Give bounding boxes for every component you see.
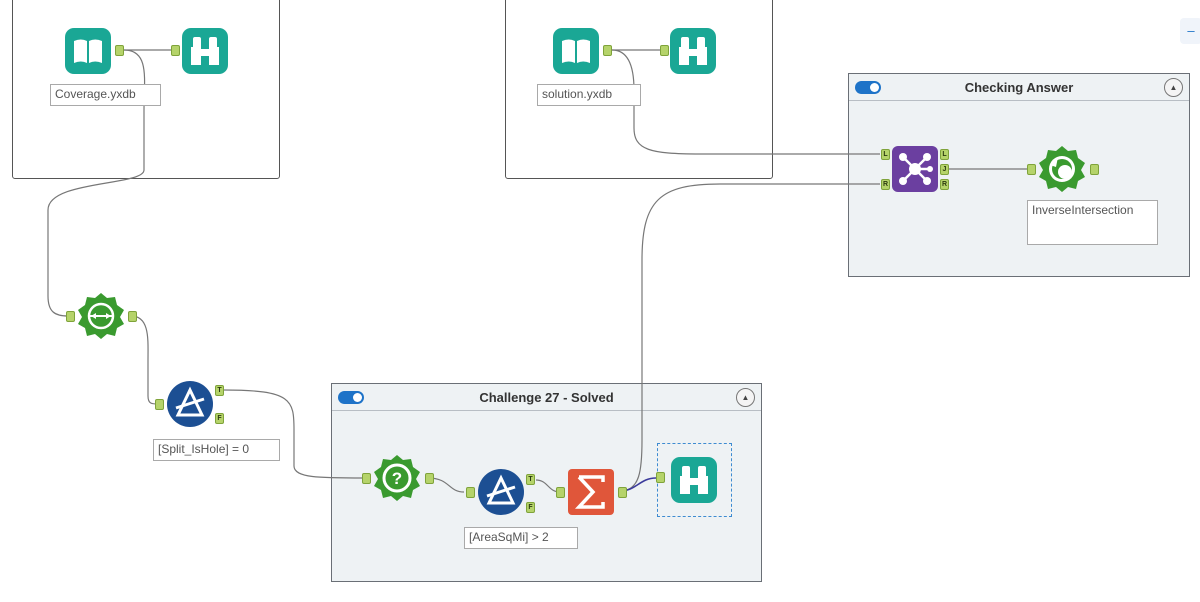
join-icon [892, 146, 938, 192]
browse-tool-2[interactable] [669, 27, 717, 75]
input-anchor[interactable] [466, 487, 475, 498]
output-anchor[interactable] [115, 45, 124, 56]
output-anchor[interactable] [618, 487, 627, 498]
svg-text:?: ? [392, 469, 402, 488]
output-anchor[interactable] [128, 311, 137, 322]
join-output-anchor-left[interactable]: L [940, 149, 949, 160]
container-header: Checking Answer ▲ [849, 74, 1189, 101]
binoculars-icon [670, 28, 716, 74]
container-header: Challenge 27 - Solved ▲ [332, 384, 761, 411]
annotation-solution: solution.yxdb [537, 84, 641, 106]
output-anchor[interactable] [1090, 164, 1099, 175]
container-title: Checking Answer [964, 80, 1074, 95]
join-input-anchor-left[interactable]: L [881, 149, 890, 160]
poly-split-icon [78, 293, 124, 339]
join-input-anchor-right[interactable]: R [881, 179, 890, 190]
annotation-coverage: Coverage.yxdb [50, 84, 161, 106]
binoculars-icon [671, 457, 717, 503]
input-anchor[interactable] [171, 45, 180, 56]
book-icon [65, 28, 111, 74]
collapse-button[interactable]: ▲ [1164, 78, 1183, 97]
input-data-tool-solution[interactable] [552, 27, 600, 75]
annotation-inverse-intersection: InverseIntersection [1027, 200, 1158, 245]
filter-icon [167, 381, 213, 427]
input-data-tool-coverage[interactable] [64, 27, 112, 75]
filter-true-anchor[interactable]: T [526, 474, 535, 485]
input-anchor[interactable] [362, 473, 371, 484]
annotation-filter-ishole: [Split_IsHole] = 0 [153, 439, 280, 461]
filter-tool-1[interactable] [166, 380, 214, 428]
filter-false-anchor[interactable]: F [526, 502, 535, 513]
summarize-tool[interactable] [567, 468, 615, 516]
input-anchor[interactable] [155, 399, 164, 410]
filter-false-anchor[interactable]: F [215, 413, 224, 424]
join-output-anchor-right[interactable]: R [940, 179, 949, 190]
spatial-info-icon: ? [374, 455, 420, 501]
output-anchor[interactable] [425, 473, 434, 484]
filter-icon [478, 469, 524, 515]
container-title: Challenge 27 - Solved [479, 390, 614, 405]
input-anchor[interactable] [660, 45, 669, 56]
browse-tool-1[interactable] [181, 27, 229, 75]
output-anchor[interactable] [603, 45, 612, 56]
browse-tool-3[interactable] [670, 456, 718, 504]
poly-split-tool[interactable] [77, 292, 125, 340]
annotation-filter-area: [AreaSqMi] > 2 [464, 527, 578, 549]
test-icon [1039, 146, 1085, 192]
join-tool[interactable] [891, 145, 939, 193]
summarize-icon [568, 469, 614, 515]
spatial-process-tool[interactable] [1038, 145, 1086, 193]
collapse-button[interactable]: ▲ [736, 388, 755, 407]
input-anchor[interactable] [1027, 164, 1036, 175]
book-icon [553, 28, 599, 74]
wire-polysplit-filter [130, 315, 159, 405]
filter-true-anchor[interactable]: T [215, 385, 224, 396]
input-anchor[interactable] [556, 487, 565, 498]
input-anchor[interactable] [656, 472, 665, 483]
filter-tool-2[interactable] [477, 468, 525, 516]
binoculars-icon [182, 28, 228, 74]
spatial-info-tool[interactable]: ? [373, 454, 421, 502]
join-output-anchor-join[interactable]: J [940, 164, 949, 175]
input-anchor[interactable] [66, 311, 75, 322]
minus-icon[interactable]: – [1180, 18, 1200, 44]
